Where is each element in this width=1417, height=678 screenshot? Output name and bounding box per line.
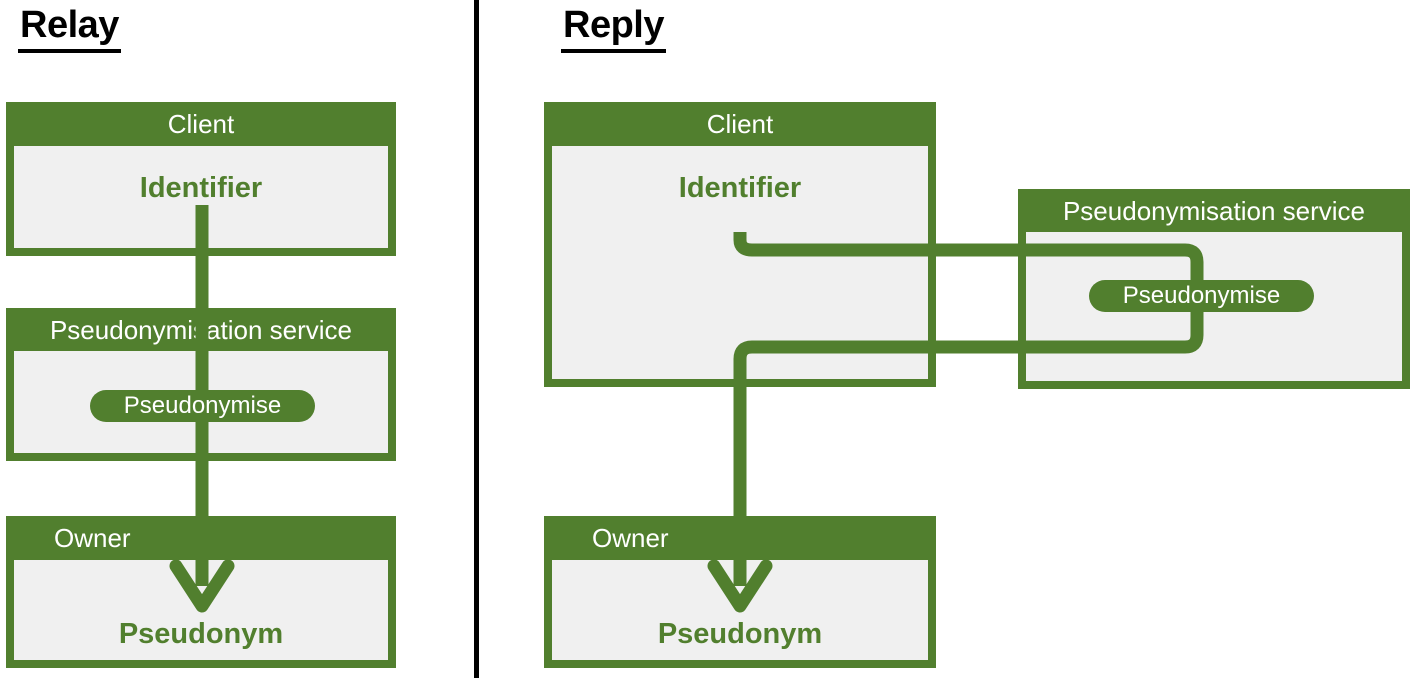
relay-lane-client-body: Identifier <box>6 146 396 256</box>
relay-lane-owner-body: Pseudonym <box>6 560 396 668</box>
reply-lane-owner-header: Owner <box>544 516 936 560</box>
vertical-divider <box>474 0 479 678</box>
panel-title-reply-text: Reply <box>561 4 666 53</box>
reply-lane-client: Client Identifier <box>544 102 936 387</box>
reply-lane-client-header: Client <box>544 102 936 146</box>
relay-lane-owner-header: Owner <box>6 516 396 560</box>
panel-title-relay-text: Relay <box>18 4 121 53</box>
panel-title-relay: Relay <box>18 4 121 53</box>
relay-lane-service: Pseudonymisation service <box>6 308 396 461</box>
reply-lane-service-header: Pseudonymisation service <box>1018 189 1410 232</box>
relay-owner-content-label: Pseudonym <box>118 618 284 650</box>
relay-lane-service-header: Pseudonymisation service <box>6 308 396 351</box>
relay-pseudonymise-pill[interactable]: Pseudonymise <box>90 390 315 422</box>
reply-lane-owner: Owner Pseudonym <box>544 516 936 668</box>
panel-title-reply: Reply <box>561 4 666 53</box>
reply-lane-client-body: Identifier <box>544 146 936 387</box>
reply-owner-content-label: Pseudonym <box>657 618 823 650</box>
relay-lane-client: Client Identifier <box>6 102 396 256</box>
reply-client-content-label: Identifier <box>678 172 802 204</box>
relay-lane-owner: Owner Pseudonym <box>6 516 396 668</box>
reply-pseudonymise-pill[interactable]: Pseudonymise <box>1089 280 1314 312</box>
relay-client-content-label: Identifier <box>139 172 263 204</box>
reply-lane-owner-body: Pseudonym <box>544 560 936 668</box>
relay-lane-client-header: Client <box>6 102 396 146</box>
